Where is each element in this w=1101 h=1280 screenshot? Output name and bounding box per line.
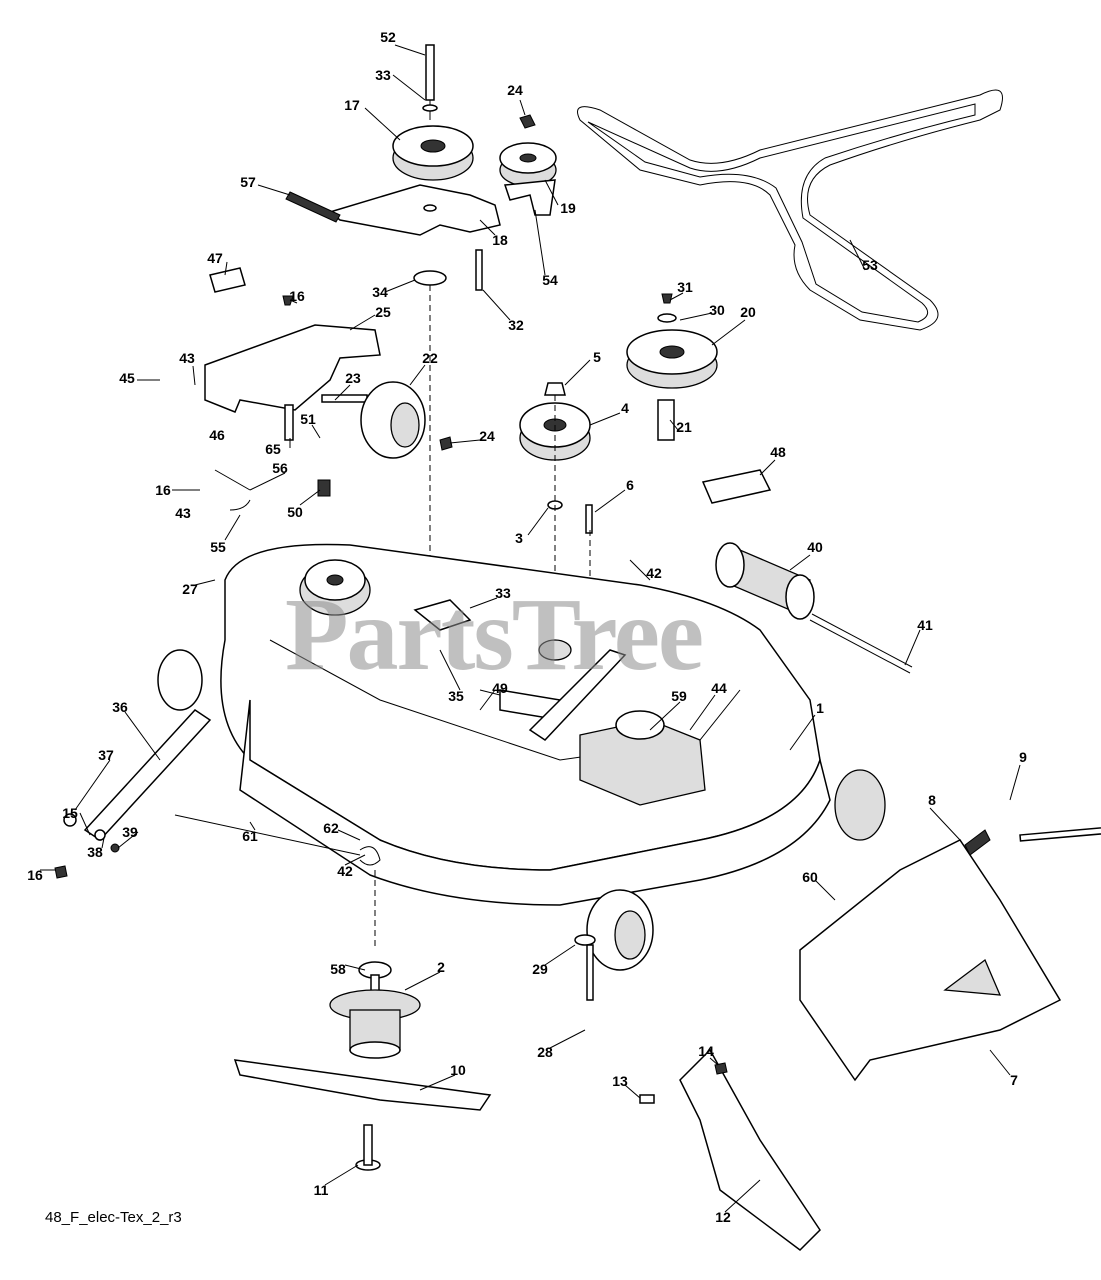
part-number-label: 56 <box>272 460 288 476</box>
part-number-label: 37 <box>98 747 114 763</box>
belt-cover-25 <box>204 324 381 413</box>
part-number-label: 16 <box>289 288 305 304</box>
part-number-label: 62 <box>323 820 339 836</box>
part-number-label: 33 <box>495 585 511 601</box>
part-number-label: 23 <box>345 370 361 386</box>
idler-pulley-20 <box>626 293 718 441</box>
bracket-50 <box>317 479 331 497</box>
part-number-label: 5 <box>593 349 601 365</box>
idler-bracket-18 <box>328 184 501 236</box>
spindle-2 <box>329 961 421 1059</box>
belt-53 <box>577 89 1003 331</box>
part-number-label: 7 <box>1010 1072 1018 1088</box>
bolt-32 <box>475 249 483 291</box>
part-number-label: 10 <box>450 1062 466 1078</box>
part-number-label: 44 <box>711 680 727 696</box>
part-number-label: 38 <box>87 844 103 860</box>
part-number-label: 50 <box>287 504 303 520</box>
part-number-label: 60 <box>802 869 818 885</box>
part-number-label: 65 <box>265 441 281 457</box>
part-number-label: 21 <box>676 419 692 435</box>
idler-pulley-19 <box>499 114 557 216</box>
part-number-label: 28 <box>537 1044 553 1060</box>
part-number-label: 57 <box>240 174 256 190</box>
part-number-label: 14 <box>698 1043 714 1059</box>
lift-arm <box>528 649 627 741</box>
part-number-label: 61 <box>242 828 258 844</box>
part-number-label: 58 <box>330 961 346 977</box>
link-arm-36 <box>83 709 212 841</box>
gauge-wheel-22 <box>360 381 426 459</box>
part-number-label: 27 <box>182 581 198 597</box>
idler-pulley-17 <box>392 44 474 181</box>
part-number-label: 52 <box>380 29 396 45</box>
part-number-label: 16 <box>155 482 171 498</box>
part-number-label: 47 <box>207 250 223 266</box>
part-number-label: 29 <box>532 961 548 977</box>
part-number-label: 35 <box>448 688 464 704</box>
pin-28 <box>586 944 594 1001</box>
part-number-label: 17 <box>344 97 360 113</box>
part-number-label: 54 <box>542 272 558 288</box>
discharge-chute-7 <box>799 824 1101 1082</box>
part-number-label: 2 <box>437 959 445 975</box>
axle-23 <box>321 394 368 403</box>
part-number-label: 25 <box>375 304 391 320</box>
spring-57 <box>285 191 341 223</box>
part-number-label: 8 <box>928 792 936 808</box>
part-number-label: 12 <box>715 1209 731 1225</box>
part-number-label: 32 <box>508 317 524 333</box>
blade-10 <box>233 1059 492 1111</box>
part-number-label: 46 <box>209 427 225 443</box>
part-number-label: 49 <box>492 680 508 696</box>
part-number-label: 18 <box>492 232 508 248</box>
part-number-label: 11 <box>313 1182 329 1198</box>
part-number-label: 43 <box>175 505 191 521</box>
mower-deck-1 <box>157 543 886 971</box>
decal-48 <box>701 469 772 504</box>
deflector-12 <box>679 1048 821 1251</box>
part-number-label: 4 <box>621 400 629 416</box>
part-number-label: 41 <box>917 617 933 633</box>
part-number-label: 6 <box>626 477 634 493</box>
part-number-label: 42 <box>337 863 353 879</box>
part-number-label: 13 <box>612 1073 628 1089</box>
part-number-label: 24 <box>479 428 495 444</box>
part-number-label: 39 <box>122 824 138 840</box>
part-number-label: 30 <box>709 302 725 318</box>
part-number-label: 36 <box>112 699 128 715</box>
part-number-label: 3 <box>515 530 523 546</box>
roller-40 <box>715 542 913 674</box>
part-number-label: 45 <box>119 370 135 386</box>
plate-47 <box>209 267 246 293</box>
rod-61 <box>174 814 361 856</box>
part-number-label: 20 <box>740 304 756 320</box>
part-number-label: 22 <box>422 350 438 366</box>
part-number-label: 51 <box>300 411 316 427</box>
part-number-label: 48 <box>770 444 786 460</box>
part-number-label: 34 <box>372 284 388 300</box>
part-number-label: 33 <box>375 67 391 83</box>
part-number-label: 19 <box>560 200 576 216</box>
spacer-65 <box>284 404 294 441</box>
part-number-label: 55 <box>210 539 226 555</box>
part-number-label: 59 <box>671 688 687 704</box>
part-number-label: 31 <box>677 279 693 295</box>
diagram-caption: 48_F_elec-Tex_2_r3 <box>45 1209 182 1226</box>
part-number-label: 42 <box>646 565 662 581</box>
washer-34 <box>413 270 447 286</box>
part-number-label: 16 <box>27 867 43 883</box>
part-number-label: 53 <box>862 257 878 273</box>
part-number-label: 1 <box>816 700 824 716</box>
part-number-label: 43 <box>179 350 195 366</box>
part-number-label: 15 <box>62 805 78 821</box>
part-number-label: 40 <box>807 539 823 555</box>
part-number-label: 9 <box>1019 749 1027 765</box>
part-number-label: 24 <box>507 82 523 98</box>
